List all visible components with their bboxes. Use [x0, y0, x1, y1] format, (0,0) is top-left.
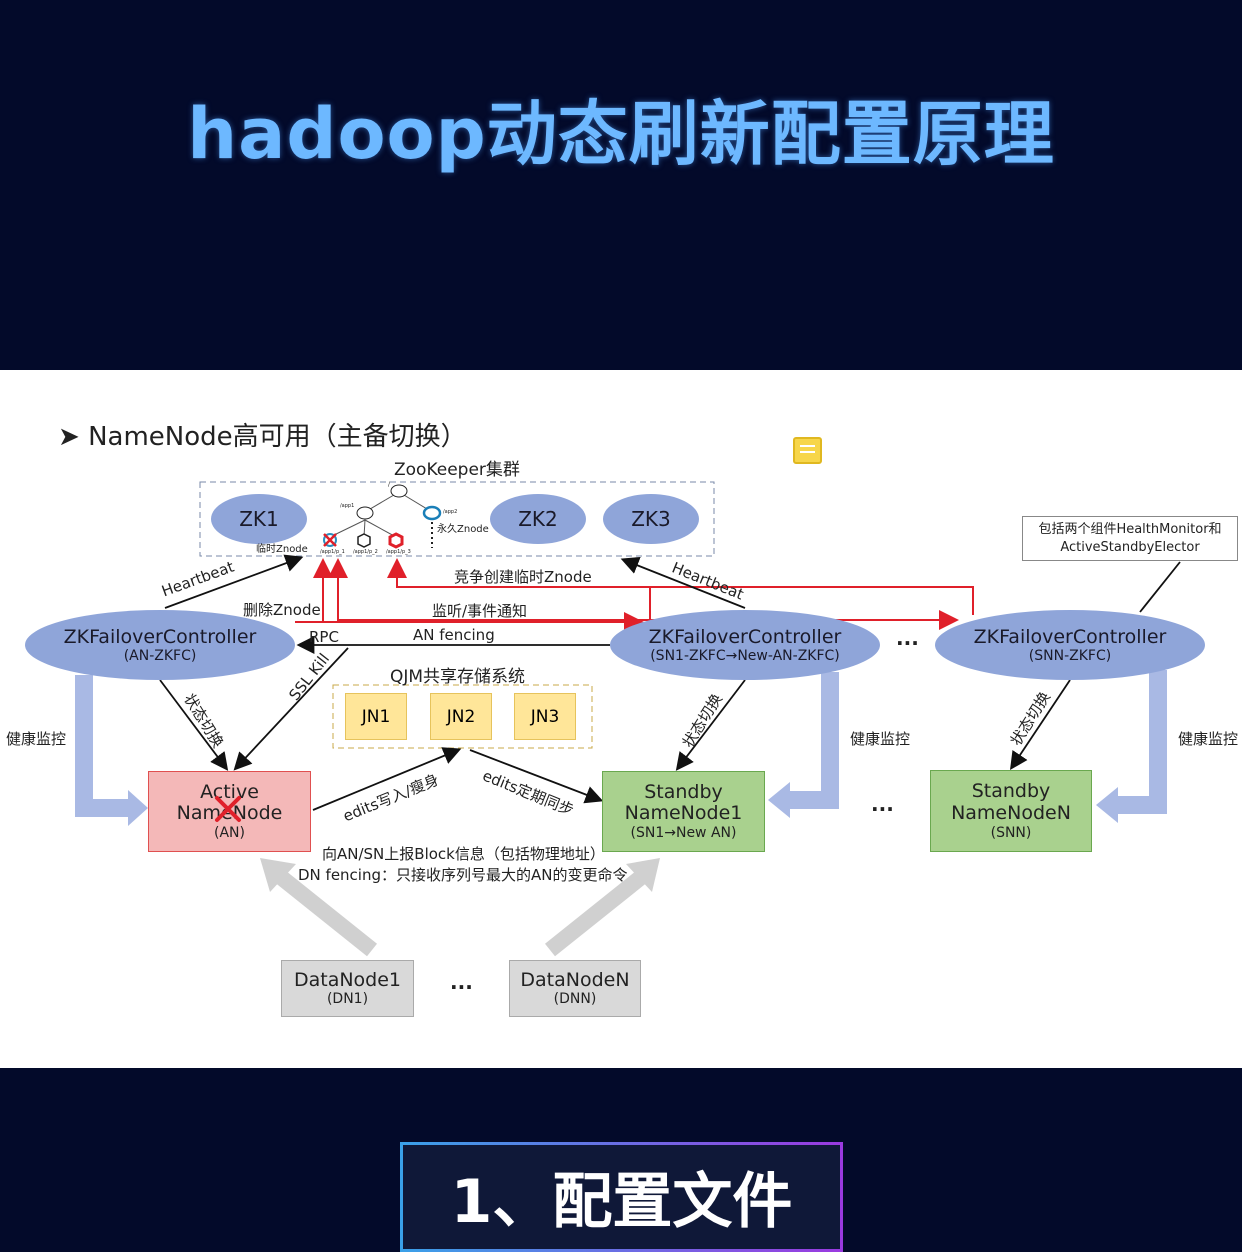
compete-label: 竞争创建临时Znode	[454, 568, 592, 586]
delete-znode-label: 删除Znode	[243, 601, 321, 619]
note-icon[interactable]	[793, 437, 822, 464]
datanoden: DataNodeN(DNN)	[509, 960, 641, 1017]
znode-p2: /app1/p_2	[353, 549, 378, 555]
zk3-node: ZK3	[603, 494, 699, 544]
ephemeral-znode-label: 临时Znode	[256, 544, 308, 555]
heading-text: NameNode高可用（主备切换）	[88, 422, 467, 452]
failed-x-icon	[215, 796, 241, 822]
qjm-box	[332, 684, 593, 749]
rpc-label: RPC	[309, 628, 339, 646]
jn1-node: JN1	[345, 693, 407, 740]
zkfc-sn1-name: ZKFailoverController	[648, 626, 842, 648]
health-label-1: 健康监控	[6, 730, 67, 748]
watch-label: 监听/事件通知	[432, 602, 528, 620]
snn-l2: NameNodeN	[951, 801, 1071, 824]
zkfc-snn-sub: (SNN-ZKFC)	[1028, 648, 1112, 664]
black-arrows	[159, 554, 1181, 811]
ellipsis-nn: ...	[871, 792, 894, 816]
section-heading: ➤ NameNode高可用（主备切换）	[58, 416, 467, 453]
dn-fencing-label: DN fencing：只接收序列号最大的AN的变更命令	[298, 866, 628, 884]
an-fencing-label: AN fencing	[413, 626, 495, 644]
datanode-arrows	[277, 871, 645, 957]
zk-cluster-box	[199, 481, 715, 557]
jn3-node: JN3	[514, 693, 576, 740]
sn1-l1: Standby	[644, 780, 723, 803]
dn1-l2: (DN1)	[326, 991, 369, 1008]
diagram-connectors	[75, 481, 1181, 957]
ellipsis-zkfc: ...	[896, 626, 919, 650]
bullet-icon: ➤	[58, 422, 80, 452]
config-file-label: 1、配置文件	[450, 1167, 793, 1237]
zk2-node: ZK2	[490, 494, 586, 544]
znode-root: /	[388, 481, 391, 488]
znode-app1: /app1	[340, 503, 355, 509]
callout-box: 包括两个组件HealthMonitor和 ActiveStandbyElecto…	[1022, 516, 1238, 561]
page-title: hadoop动态刷新配置原理	[187, 93, 1055, 175]
zkfc-sn1: ZKFailoverController(SN1-ZKFC→New-AN-ZKF…	[610, 610, 880, 680]
zkfc-snn: ZKFailoverController(SNN-ZKFC)	[935, 610, 1205, 680]
snn-l3: (SNN)	[990, 824, 1032, 841]
zkfc-an-sub: (AN-ZKFC)	[123, 648, 197, 664]
config-file-button[interactable]: 1、配置文件	[400, 1142, 843, 1252]
zkfc-snn-name: ZKFailoverController	[973, 626, 1167, 648]
zk-cluster-label: ZooKeeper集群	[394, 460, 520, 480]
snn-l1: Standby	[971, 780, 1051, 803]
dnn-l2: (DNN)	[553, 991, 597, 1008]
znode-p1: /app1/p_1	[320, 549, 345, 555]
dn1-l1: DataNode1	[293, 968, 402, 991]
report-label: 向AN/SN上报Block信息（包括物理地址）	[322, 845, 605, 863]
znode-p3: /app1/p_3	[386, 549, 411, 555]
sn1-l2: NameNode1	[624, 802, 743, 825]
ellipsis-dn: ...	[450, 970, 473, 994]
znode-app2: /app2	[443, 509, 458, 515]
health-label-2: 健康监控	[850, 730, 911, 748]
datanode1: DataNode1(DN1)	[281, 960, 414, 1017]
zkfc-sn1-sub: (SN1-ZKFC→New-AN-ZKFC)	[650, 648, 840, 664]
health-monitor-arrows	[75, 670, 1167, 817]
red-event-lines	[295, 558, 974, 632]
sn1-l3: (SN1→New AN)	[630, 825, 737, 842]
diagram-panel: ➤ NameNode高可用（主备切换） ZooKeeper集群 ZK1 ZK2 …	[0, 370, 1242, 1068]
active-nn-l2: NameNode	[176, 802, 283, 825]
zkfc-an-name: ZKFailoverController	[63, 626, 257, 648]
jn2-node: JN2	[430, 693, 492, 740]
active-nn-l3: (AN)	[214, 825, 245, 842]
qjm-label: QJM共享存储系统	[390, 667, 526, 687]
zk1-node: ZK1	[211, 494, 307, 544]
zkfc-an: ZKFailoverController(AN-ZKFC)	[25, 610, 295, 680]
dnn-l1: DataNodeN	[520, 968, 630, 991]
znode-tree	[323, 484, 442, 549]
persistent-znode-label: 永久Znode	[437, 524, 489, 535]
active-nn-l1: Active	[200, 780, 259, 803]
health-label-3: 健康监控	[1178, 730, 1239, 748]
